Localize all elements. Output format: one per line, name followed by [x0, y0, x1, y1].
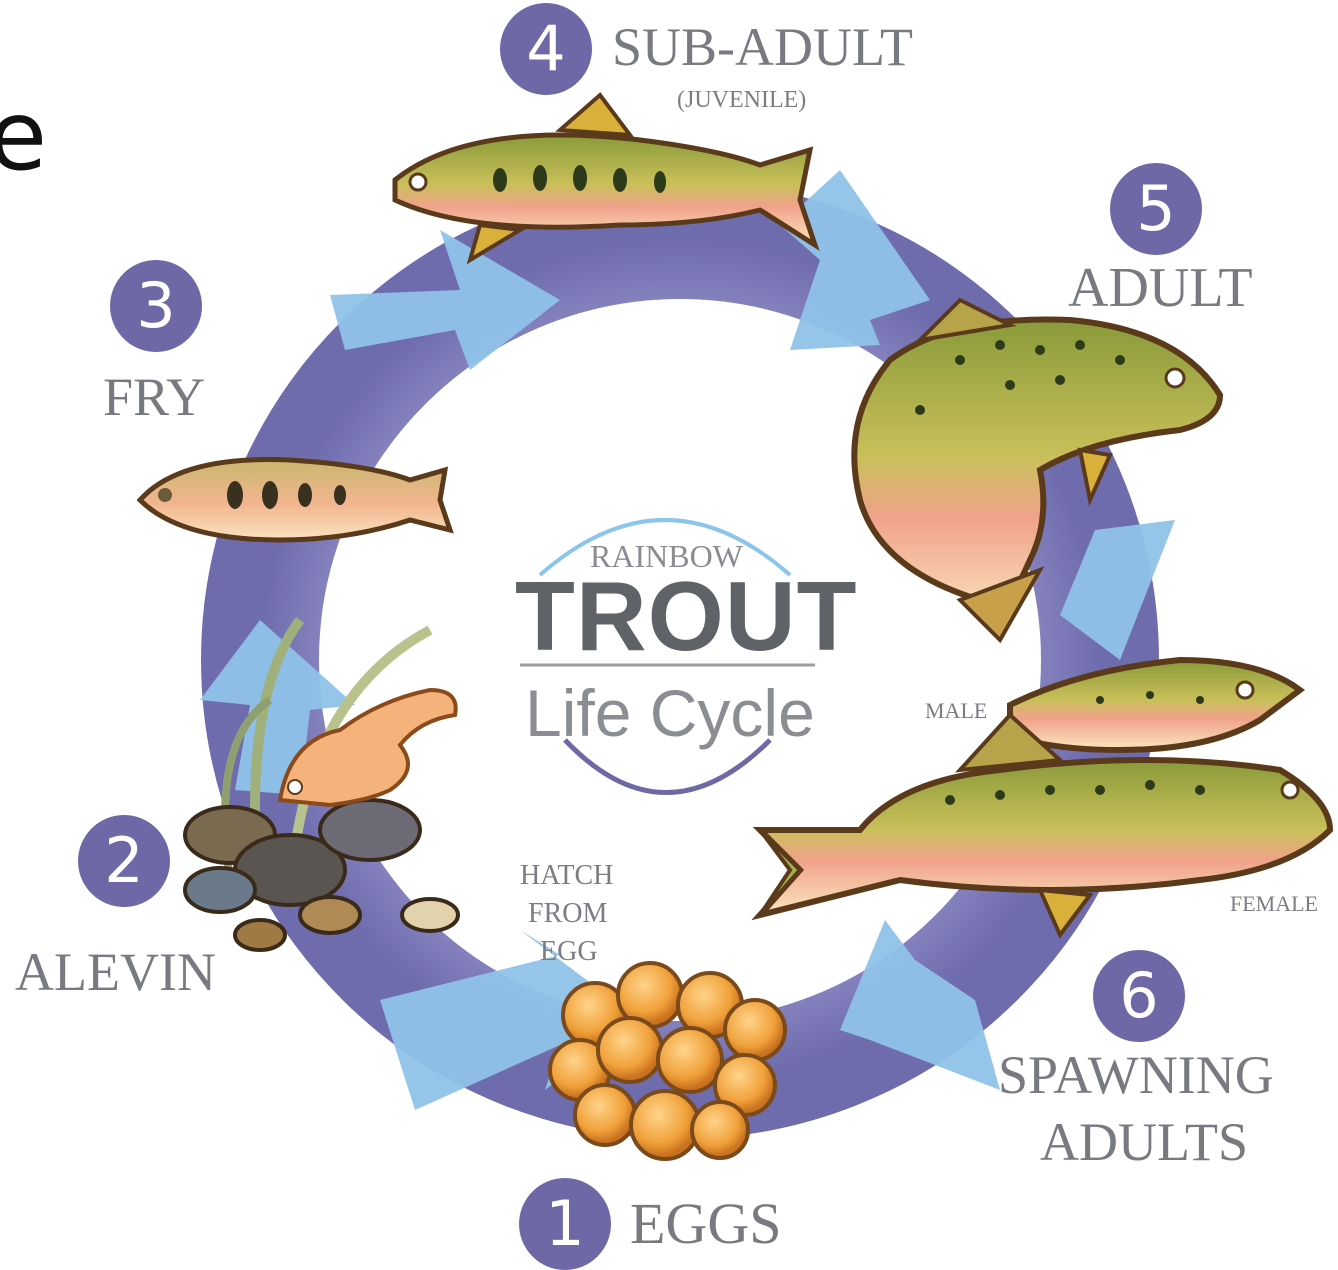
stage-6-label: SPAWNING — [998, 1048, 1274, 1102]
stage-4-badge: 4 — [500, 3, 592, 95]
center-life-cycle: Life Cycle — [525, 675, 815, 751]
hatch-line-3: EGG — [540, 938, 598, 966]
stage-5-badge: 5 — [1110, 163, 1202, 255]
stage-1-label: EGGS — [630, 1195, 781, 1253]
male-label: MALE — [925, 700, 987, 722]
stage-3-badge: 3 — [110, 260, 202, 352]
stage-2-badge: 2 — [78, 815, 170, 907]
stage-2-label: ALEVIN — [15, 945, 216, 999]
hatch-line-1: HATCH — [520, 862, 613, 890]
stage-6-badge: 6 — [1093, 950, 1185, 1042]
stage-3-label: FRY — [103, 370, 205, 424]
hatch-line-2: FROM — [528, 900, 607, 928]
clipped-edge-letter: e — [0, 88, 47, 184]
stage-5-label: ADULT — [1068, 260, 1253, 316]
female-label: FEMALE — [1230, 893, 1318, 915]
center-trout: TROUT — [515, 560, 858, 673]
stage-6-label-2: ADULTS — [1040, 1115, 1248, 1169]
stage-4-label: SUB-ADULT — [612, 20, 913, 74]
stage-1-badge: 1 — [519, 1178, 611, 1270]
stage-4-sublabel: (JUVENILE) — [677, 88, 806, 112]
